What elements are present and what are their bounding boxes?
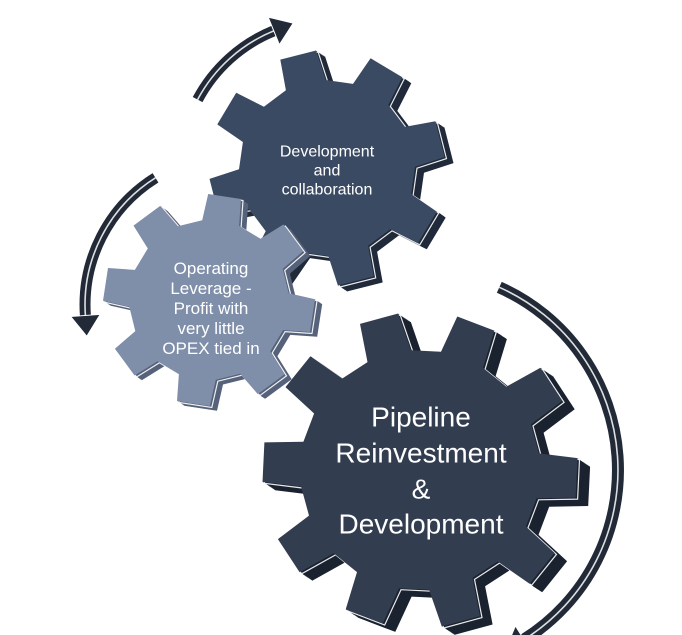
gear-label-line: and (313, 162, 341, 180)
gear-label-line: Development (279, 143, 375, 161)
gear-label-line: Development (338, 508, 504, 540)
gear-label-line: & (411, 473, 431, 504)
gear-label-line: collaboration (281, 181, 373, 199)
gear-label-line: Leverage - (170, 278, 252, 298)
gear-label-line: Profit with (173, 298, 249, 318)
gear-label-collaboration: Development and collaboration (252, 144, 402, 201)
gear-label-leverage: Operating Leverage - Profit with very li… (146, 259, 276, 359)
arrow-top-head (267, 16, 295, 46)
arrow-right-head (511, 624, 522, 635)
gear-label-line: very little (177, 319, 245, 339)
gear-collaboration (209, 50, 445, 286)
gear-pipeline (262, 313, 578, 627)
gear-label-line: Pipeline (371, 401, 471, 433)
gear-label-line: Operating (173, 258, 249, 278)
arrow-top (192, 25, 276, 103)
gear-label-line: OPEX tied in (162, 339, 260, 359)
gear-label-line: Reinvestment (335, 437, 507, 469)
gear-label-pipeline: Pipeline Reinvestment & Development (306, 399, 536, 542)
gear-leverage (103, 194, 315, 406)
arrow-left-head (69, 313, 102, 338)
